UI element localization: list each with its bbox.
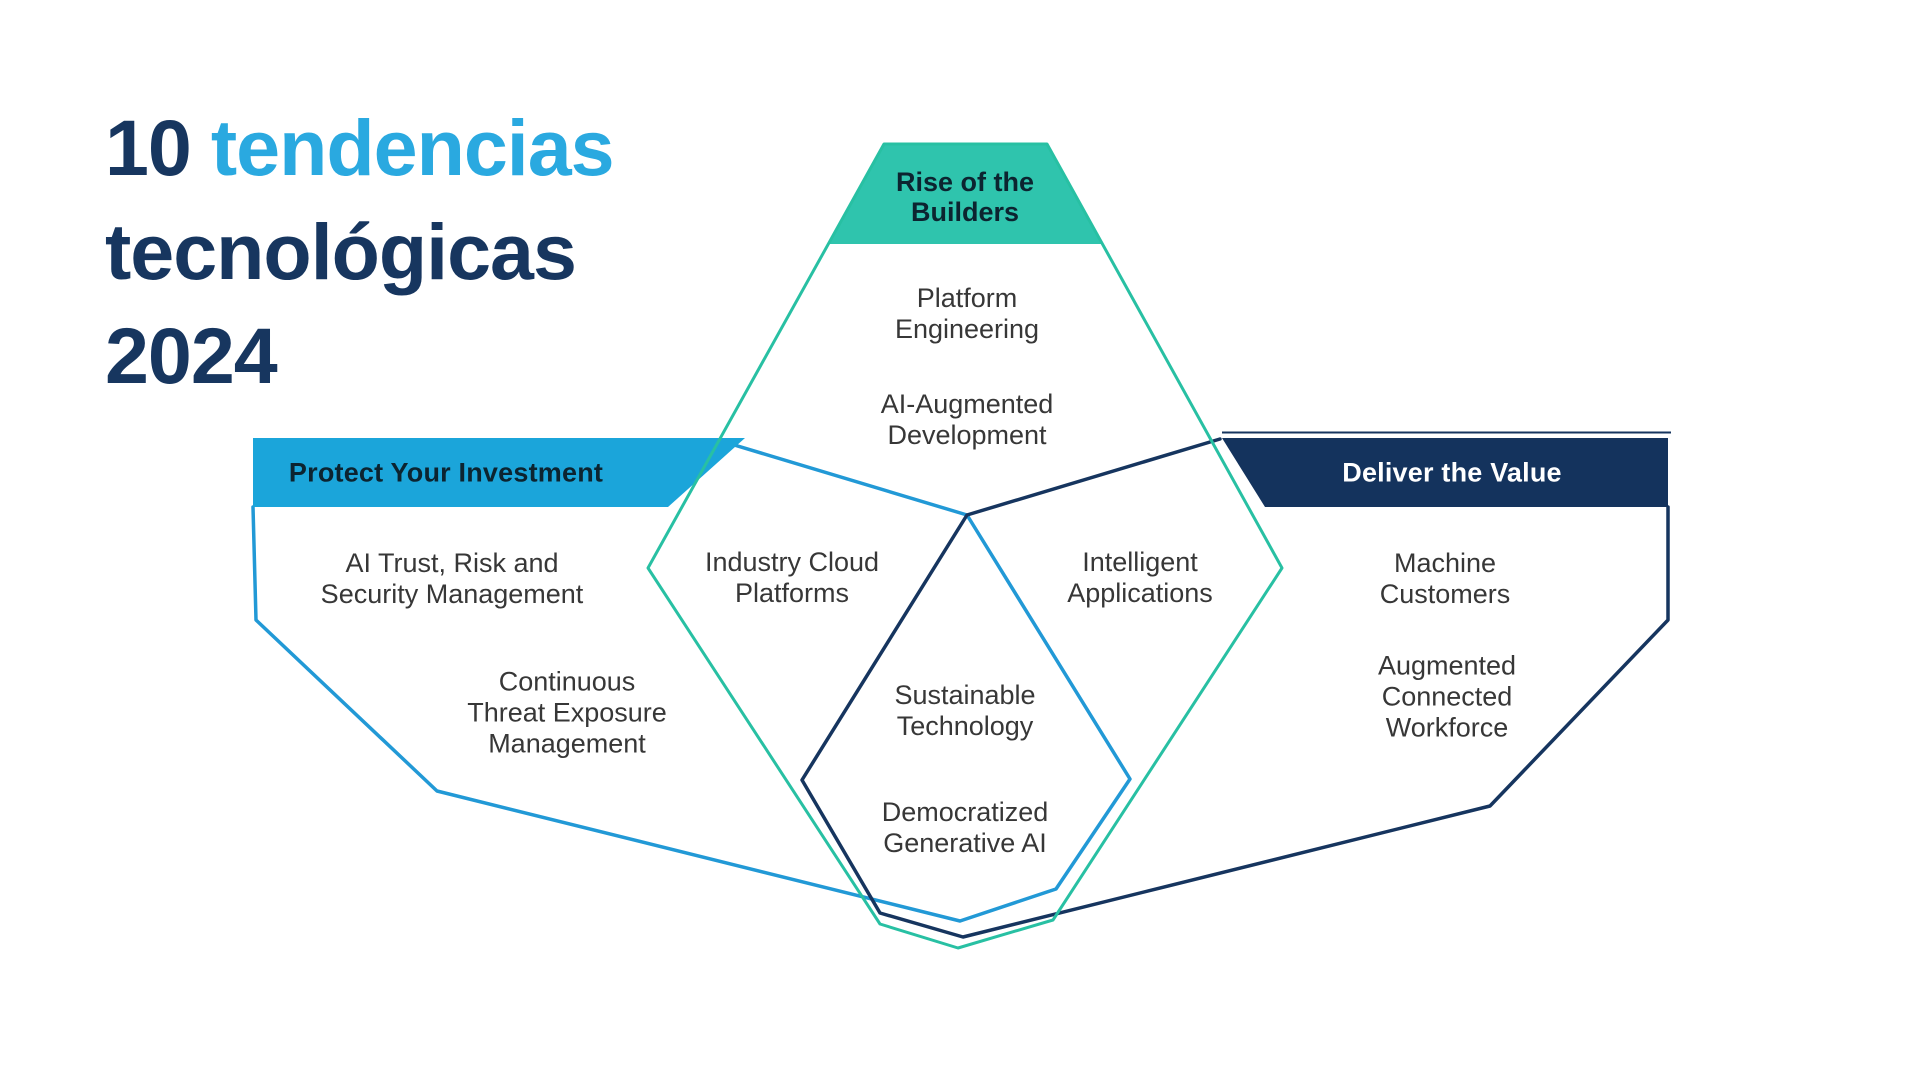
title-line-3: 2024	[105, 311, 278, 400]
title-line-2: tecnológicas	[105, 207, 577, 296]
deliver-band	[1222, 438, 1668, 507]
trend-intelligent-applications: Intelligent Applications	[1067, 547, 1213, 608]
builders-header-label: Rise of the Builders	[895, 167, 1035, 227]
trend-continuous-threat-exposure: Continuous Threat Exposure Management	[467, 666, 667, 759]
deliver-shape-outline	[800, 437, 1670, 939]
trend-industry-cloud-platforms: Industry Cloud Platforms	[704, 547, 880, 608]
trend-machine-customers: Machine Customers	[1379, 548, 1511, 609]
trend-sustainable-technology: Sustainable Technology	[894, 680, 1036, 741]
trend-platform-engineering: Platform Engineering	[894, 283, 1040, 344]
trend-ai-trust-risk-security: AI Trust, Risk and Security Management	[320, 548, 584, 609]
title-highlight: tendencias	[210, 103, 615, 192]
trend-ai-augmented-development: AI-Augmented Development	[880, 389, 1054, 450]
builders-header-trapezoid	[828, 144, 1103, 244]
protect-band-label: Protect Your Investment	[288, 457, 604, 488]
trend-democratized-generative-ai: Democratized Generative AI	[881, 797, 1049, 858]
title-number: 10	[105, 103, 192, 192]
trend-augmented-connected-workforce: Augmented Connected Workforce	[1377, 650, 1517, 743]
protect-band	[253, 438, 745, 507]
deliver-band-label: Deliver the Value	[1342, 457, 1562, 488]
builders-shape-outline	[646, 142, 1284, 950]
protect-shape-outline	[251, 439, 1132, 923]
